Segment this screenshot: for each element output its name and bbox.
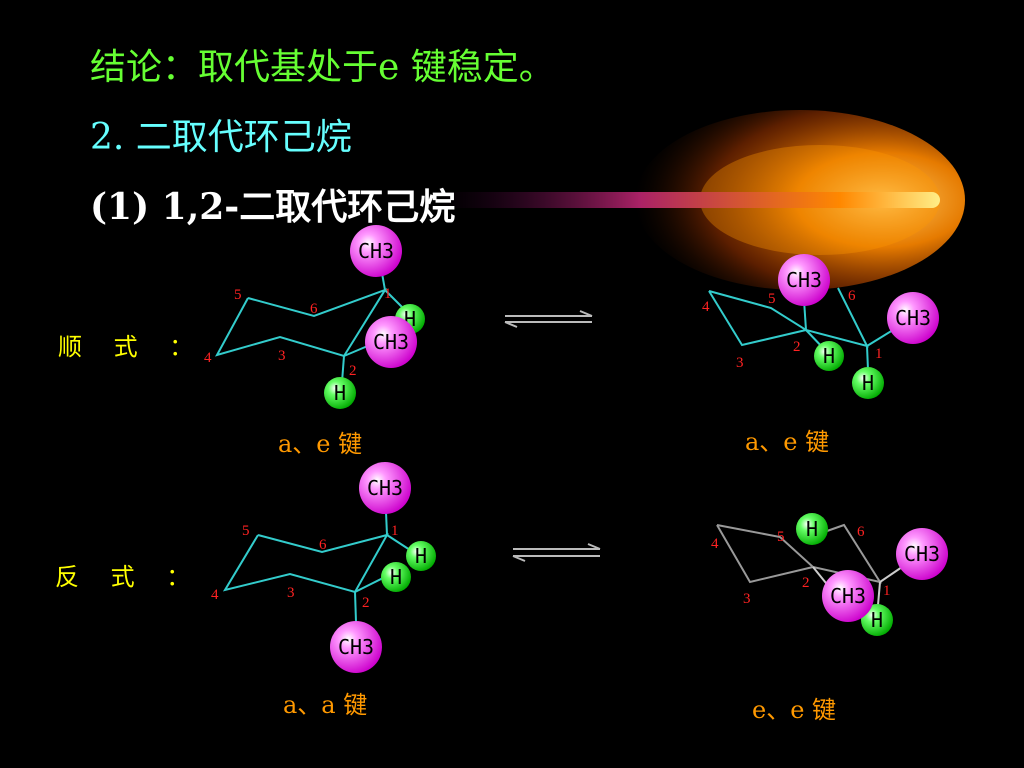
hydrogen-atom: H: [861, 604, 893, 636]
methyl-group: CH3: [350, 225, 402, 277]
ring-number: 3: [287, 585, 295, 601]
ring-number: 2: [802, 575, 810, 591]
ring-number: 4: [204, 350, 212, 366]
svg-text:H: H: [390, 565, 402, 589]
methyl-group: CH3: [896, 528, 948, 580]
cis-left-molecule: 1 2 3 4 5 6 H CH3 CH3 H: [204, 225, 425, 409]
hydrogen-atom: H: [814, 341, 844, 371]
svg-text:CH3: CH3: [338, 635, 374, 659]
cyclohexane-ring: [214, 288, 388, 358]
equilibrium-arrows-icon: [504, 310, 593, 328]
methyl-group: CH3: [887, 292, 939, 344]
methyl-group: CH3: [822, 570, 874, 622]
methyl-group: CH3: [330, 621, 382, 673]
hydrogen-atom: H: [381, 562, 411, 592]
ring-number: 1: [391, 523, 399, 539]
ring-number: 3: [278, 348, 286, 364]
caption-trans-right: e、e 键: [752, 696, 837, 724]
ring-number: 5: [234, 287, 242, 303]
svg-text:CH3: CH3: [367, 476, 403, 500]
equilibrium-arrows-icon: [512, 543, 601, 562]
ring-number: 2: [362, 595, 370, 611]
svg-text:H: H: [871, 608, 883, 632]
svg-text:CH3: CH3: [373, 330, 409, 354]
ring-number: 4: [702, 299, 710, 315]
ring-number: 1: [875, 346, 883, 362]
svg-text:H: H: [334, 381, 346, 405]
caption-cis-left: a、e 键: [278, 430, 363, 458]
section-heading: 2. 二取代环己烷: [90, 117, 352, 158]
svg-text:H: H: [806, 517, 818, 541]
ring-number: 2: [793, 339, 801, 355]
svg-text:CH3: CH3: [786, 268, 822, 292]
svg-text:CH3: CH3: [830, 584, 866, 608]
trans-left-molecule: 1 2 3 4 5 6 CH3 H H CH3: [211, 462, 436, 673]
subsection-heading: (1) 1,2-二取代环己烷: [90, 186, 456, 228]
ring-number: 5: [777, 529, 785, 545]
svg-text:CH3: CH3: [358, 239, 394, 263]
hydrogen-atom: H: [796, 513, 828, 545]
cis-label: 顺 式 ：: [58, 333, 206, 361]
cis-right-molecule: 1 2 3 4 5 6 CH3 CH3 H H: [702, 254, 939, 399]
ring-number: 6: [310, 301, 318, 317]
ring-number: 5: [242, 523, 250, 539]
methyl-group: CH3: [359, 462, 411, 514]
ring-number: 2: [349, 363, 357, 379]
ring-number: 1: [883, 583, 891, 599]
ring-number: 5: [768, 291, 776, 307]
svg-text:H: H: [415, 544, 427, 568]
ring-number: 6: [319, 537, 327, 553]
hydrogen-atom: H: [852, 367, 884, 399]
svg-text:CH3: CH3: [895, 306, 931, 330]
hydrogen-atom: H: [324, 377, 356, 409]
ring-number: 1: [384, 286, 392, 302]
ring-number: 6: [848, 288, 856, 304]
ring-number: 4: [211, 587, 219, 603]
methyl-group: CH3: [778, 254, 830, 306]
methyl-group: CH3: [365, 316, 417, 368]
trans-label: 反 式 ：: [55, 563, 203, 591]
hydrogen-atom: H: [406, 541, 436, 571]
ring-number: 6: [857, 524, 865, 540]
svg-text:CH3: CH3: [904, 542, 940, 566]
slide-headline: 结论：取代基处于e 键稳定。: [90, 47, 555, 88]
comet-decoration: [440, 110, 965, 290]
caption-cis-right: a、e 键: [745, 428, 830, 456]
ring-number: 4: [711, 536, 719, 552]
svg-text:H: H: [862, 371, 874, 395]
caption-trans-left: a、a 键: [283, 691, 368, 719]
svg-text:H: H: [823, 344, 835, 368]
trans-right-molecule: 1 2 3 4 5 6 H CH3 H CH3: [711, 513, 948, 636]
ring-number: 3: [736, 355, 744, 371]
ring-number: 3: [743, 591, 751, 607]
